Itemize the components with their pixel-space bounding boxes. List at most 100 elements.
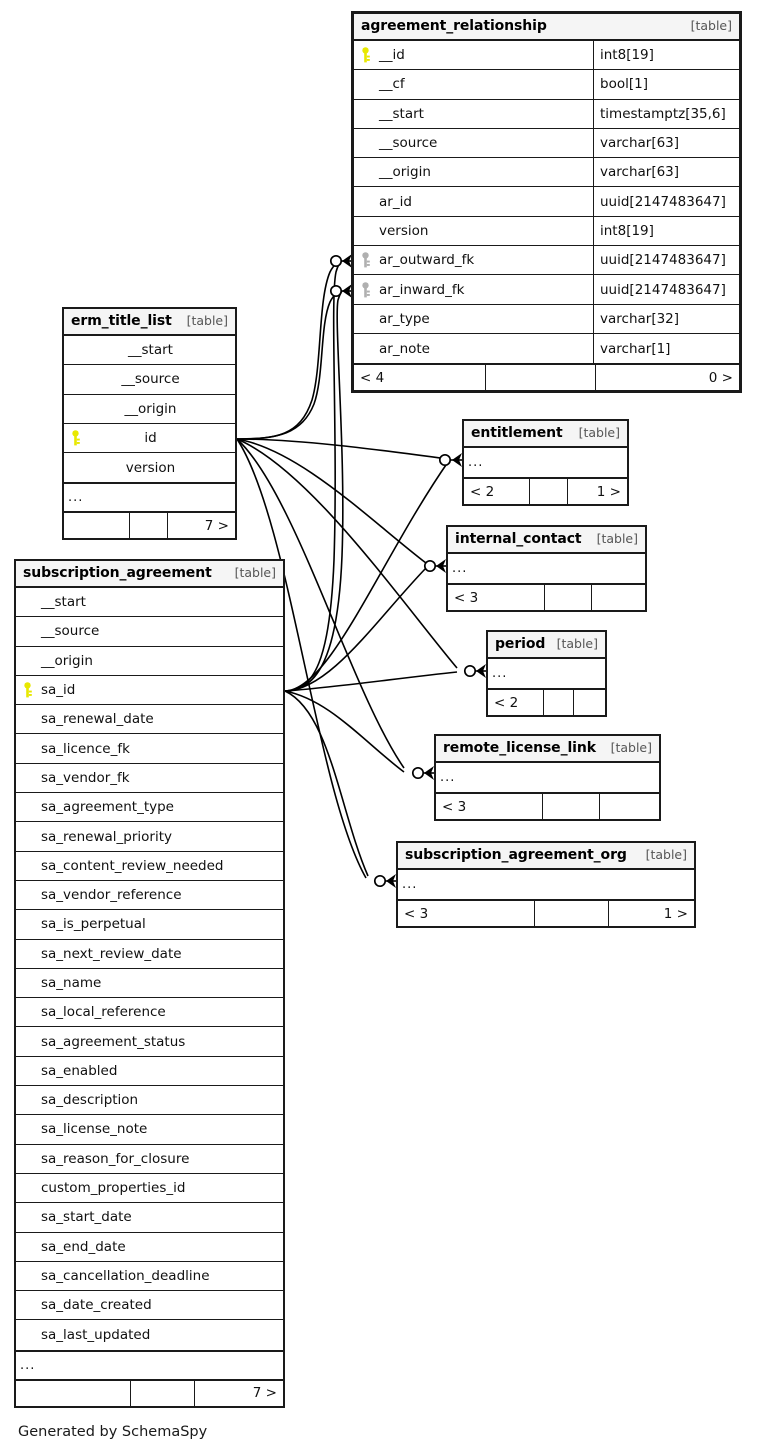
table-row[interactable]: sa_last_updated — [16, 1320, 283, 1349]
table-title: remote_license_link — [443, 740, 596, 756]
column-name: sa_description — [41, 1092, 139, 1109]
table-row[interactable]: sa_description — [16, 1086, 283, 1116]
no-key-slot — [22, 887, 39, 903]
table-row[interactable]: sa_date_created — [16, 1291, 283, 1321]
no-key-slot — [360, 341, 377, 357]
table-row[interactable]: __source — [16, 617, 283, 647]
table-row[interactable]: sa_renewal_date — [16, 705, 283, 735]
footer-parent-count: < 3 — [448, 585, 545, 610]
no-key-slot — [360, 194, 377, 210]
table-row[interactable]: __source — [64, 365, 235, 395]
table-row[interactable]: version — [64, 453, 235, 482]
table-internal-contact[interactable]: internal_contact [table] ... < 3 — [446, 525, 647, 612]
footer-parent-count: < 3 — [436, 794, 543, 819]
column-name: sa_end_date — [41, 1238, 126, 1255]
table-footer: < 3 — [448, 583, 645, 610]
footer-child-count: 7 > — [204, 517, 229, 534]
table-row[interactable]: sa_agreement_type — [16, 793, 283, 823]
column-name: __source — [379, 135, 438, 152]
table-row[interactable]: sa_name — [16, 969, 283, 999]
footer-parent-count — [64, 513, 130, 539]
column-type: varchar[63] — [593, 128, 739, 158]
table-row[interactable]: sa_id — [16, 676, 283, 706]
column-name-cell: sa_next_review_date — [16, 946, 283, 962]
column-type: int8[19] — [593, 216, 739, 246]
table-row[interactable]: sa_vendor_fk — [16, 764, 283, 794]
more-columns-indicator: ... — [452, 561, 468, 576]
column-name-cell: __cf — [354, 76, 593, 92]
column-name-cell: sa_agreement_status — [16, 1034, 283, 1050]
column-name: ar_outward_fk — [379, 252, 475, 269]
footer-middle — [535, 901, 609, 926]
column-name-cell: sa_renewal_date — [16, 711, 283, 727]
table-subscription-agreement-org[interactable]: subscription_agreement_org [table] ... <… — [396, 841, 696, 928]
column-name: sa_reason_for_closure — [41, 1150, 190, 1167]
column-name-cell: sa_start_date — [16, 1209, 283, 1225]
table-row[interactable]: __origin — [64, 395, 235, 424]
table-row[interactable]: __start — [16, 588, 283, 618]
more-columns-indicator: ... — [402, 877, 418, 892]
column-type: int8[19] — [593, 41, 739, 70]
table-row[interactable]: sa_enabled — [16, 1057, 283, 1087]
table-row[interactable]: id — [64, 424, 235, 454]
column-name: ar_inward_fk — [379, 281, 465, 298]
table-row[interactable]: __start — [64, 336, 235, 366]
table-row[interactable]: sa_reason_for_closure — [16, 1145, 283, 1174]
table-row[interactable]: sa_cancellation_deadline — [16, 1262, 283, 1292]
edge-sa-to-entitlement — [284, 461, 449, 692]
column-name: sa_local_reference — [41, 1004, 166, 1021]
column-name: sa_is_perpetual — [41, 916, 146, 933]
table-period[interactable]: period [table] ... < 2 — [486, 630, 607, 717]
table-row[interactable]: __source varchar[63] — [354, 128, 739, 159]
column-type: varchar[63] — [593, 158, 739, 187]
no-key-slot — [22, 623, 39, 639]
footer-parent-count: < 2 — [488, 690, 544, 715]
table-row[interactable]: sa_licence_fk — [16, 734, 283, 764]
table-footer: < 3 1 > — [398, 899, 694, 926]
column-name: sa_renewal_priority — [41, 828, 173, 845]
table-row[interactable]: sa_agreement_status — [16, 1027, 283, 1057]
table-row[interactable]: sa_renewal_priority — [16, 822, 283, 852]
no-key-slot — [22, 1151, 39, 1167]
table-row[interactable]: sa_license_note — [16, 1115, 283, 1145]
table-row[interactable]: sa_vendor_reference — [16, 881, 283, 911]
table-remote-license-link[interactable]: remote_license_link [table] ... < 3 — [434, 734, 661, 821]
table-row[interactable]: sa_content_review_needed — [16, 852, 283, 881]
footer-child-count: 0 > — [708, 369, 733, 386]
table-row[interactable]: custom_properties_id — [16, 1174, 283, 1204]
table-title: period — [495, 636, 546, 652]
table-row[interactable]: sa_end_date — [16, 1233, 283, 1262]
column-name-cell: __source — [64, 371, 235, 387]
footer-parent-count: < 3 — [398, 901, 535, 926]
column-type: timestamptz[35,6] — [593, 99, 739, 128]
table-footer: < 3 — [436, 792, 659, 819]
table-row[interactable]: sa_start_date — [16, 1203, 283, 1233]
table-row[interactable]: sa_local_reference — [16, 998, 283, 1028]
no-key-slot — [22, 770, 39, 786]
no-key-slot — [22, 711, 39, 727]
table-entitlement[interactable]: entitlement [table] ... < 2 1 > — [462, 419, 629, 506]
table-row[interactable]: __origin — [16, 647, 283, 676]
table-subscription-agreement[interactable]: subscription_agreement [table] __start__… — [14, 559, 285, 1408]
column-name: __source — [41, 623, 100, 640]
table-row[interactable]: sa_next_review_date — [16, 940, 283, 969]
table-erm-title-list[interactable]: erm_title_list [table] __start__source__… — [62, 307, 237, 541]
table-row[interactable]: sa_is_perpetual — [16, 910, 283, 940]
column-name: sa_enabled — [41, 1062, 118, 1079]
column-type: varchar[1] — [593, 333, 739, 364]
column-name: ar_id — [379, 193, 412, 210]
no-key-slot — [360, 223, 377, 239]
